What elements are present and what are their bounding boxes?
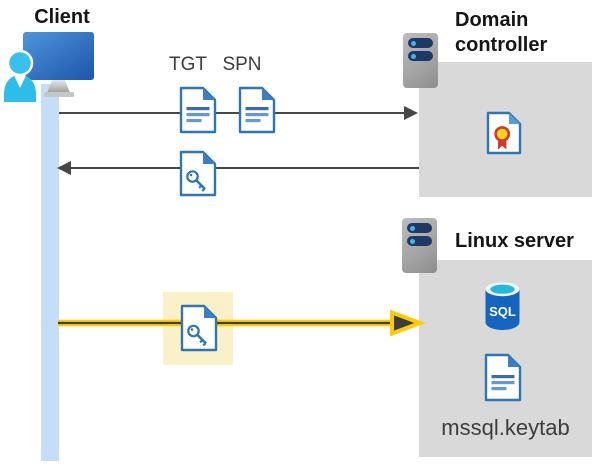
- keytab-key-document-icon: [180, 304, 218, 352]
- server-drive-bar: [408, 38, 433, 48]
- sql-connect-arrow-head: [390, 309, 426, 337]
- sql-badge-text: SQL: [489, 304, 516, 319]
- server-drive-bar: [408, 51, 433, 61]
- sql-database-icon: SQL: [485, 282, 520, 330]
- key-ticket-document-icon: [179, 150, 217, 197]
- person-collar: [14, 75, 26, 88]
- monitor-base: [44, 92, 74, 97]
- server-led: [410, 53, 416, 59]
- sql-connect-arrow-core: [58, 321, 396, 325]
- person-body: [4, 75, 36, 102]
- client-label: Client: [34, 6, 90, 28]
- server-led: [410, 40, 416, 46]
- spn-document-icon: [238, 86, 276, 134]
- spn-label: SPN: [222, 54, 262, 75]
- tgt-label: TGT: [169, 54, 207, 75]
- monitor-stand: [47, 80, 70, 93]
- request-arrow-head: [404, 106, 418, 120]
- tgt-document-icon: [179, 86, 217, 134]
- server-led: [409, 225, 415, 231]
- certificate-document-icon: [486, 111, 522, 155]
- domain-controller-label-line1: Domain: [455, 9, 529, 31]
- server-led: [409, 238, 415, 244]
- server-drive-bar: [407, 236, 432, 246]
- monitor-screen: [23, 32, 94, 80]
- linux-server-label: Linux server: [455, 230, 574, 252]
- request-arrow-line: [59, 112, 406, 114]
- domain-controller-label-line2: controller: [455, 34, 548, 56]
- domain-controller-server-icon: [403, 33, 438, 88]
- person-head: [6, 49, 34, 77]
- keytab-file-document-icon: [484, 353, 522, 402]
- server-drive-bar: [407, 223, 432, 233]
- sql-connect-arrow: [58, 309, 426, 337]
- linux-server-server-icon: [402, 218, 437, 273]
- person-at-workstation-icon: [4, 32, 94, 102]
- return-arrow-line: [70, 167, 419, 169]
- client-timeline-bar: [41, 84, 59, 461]
- keytab-filename-label: mssql.keytab: [441, 415, 570, 440]
- return-arrow-head: [57, 161, 71, 175]
- domain-controller-label: Domain controller: [455, 8, 547, 58]
